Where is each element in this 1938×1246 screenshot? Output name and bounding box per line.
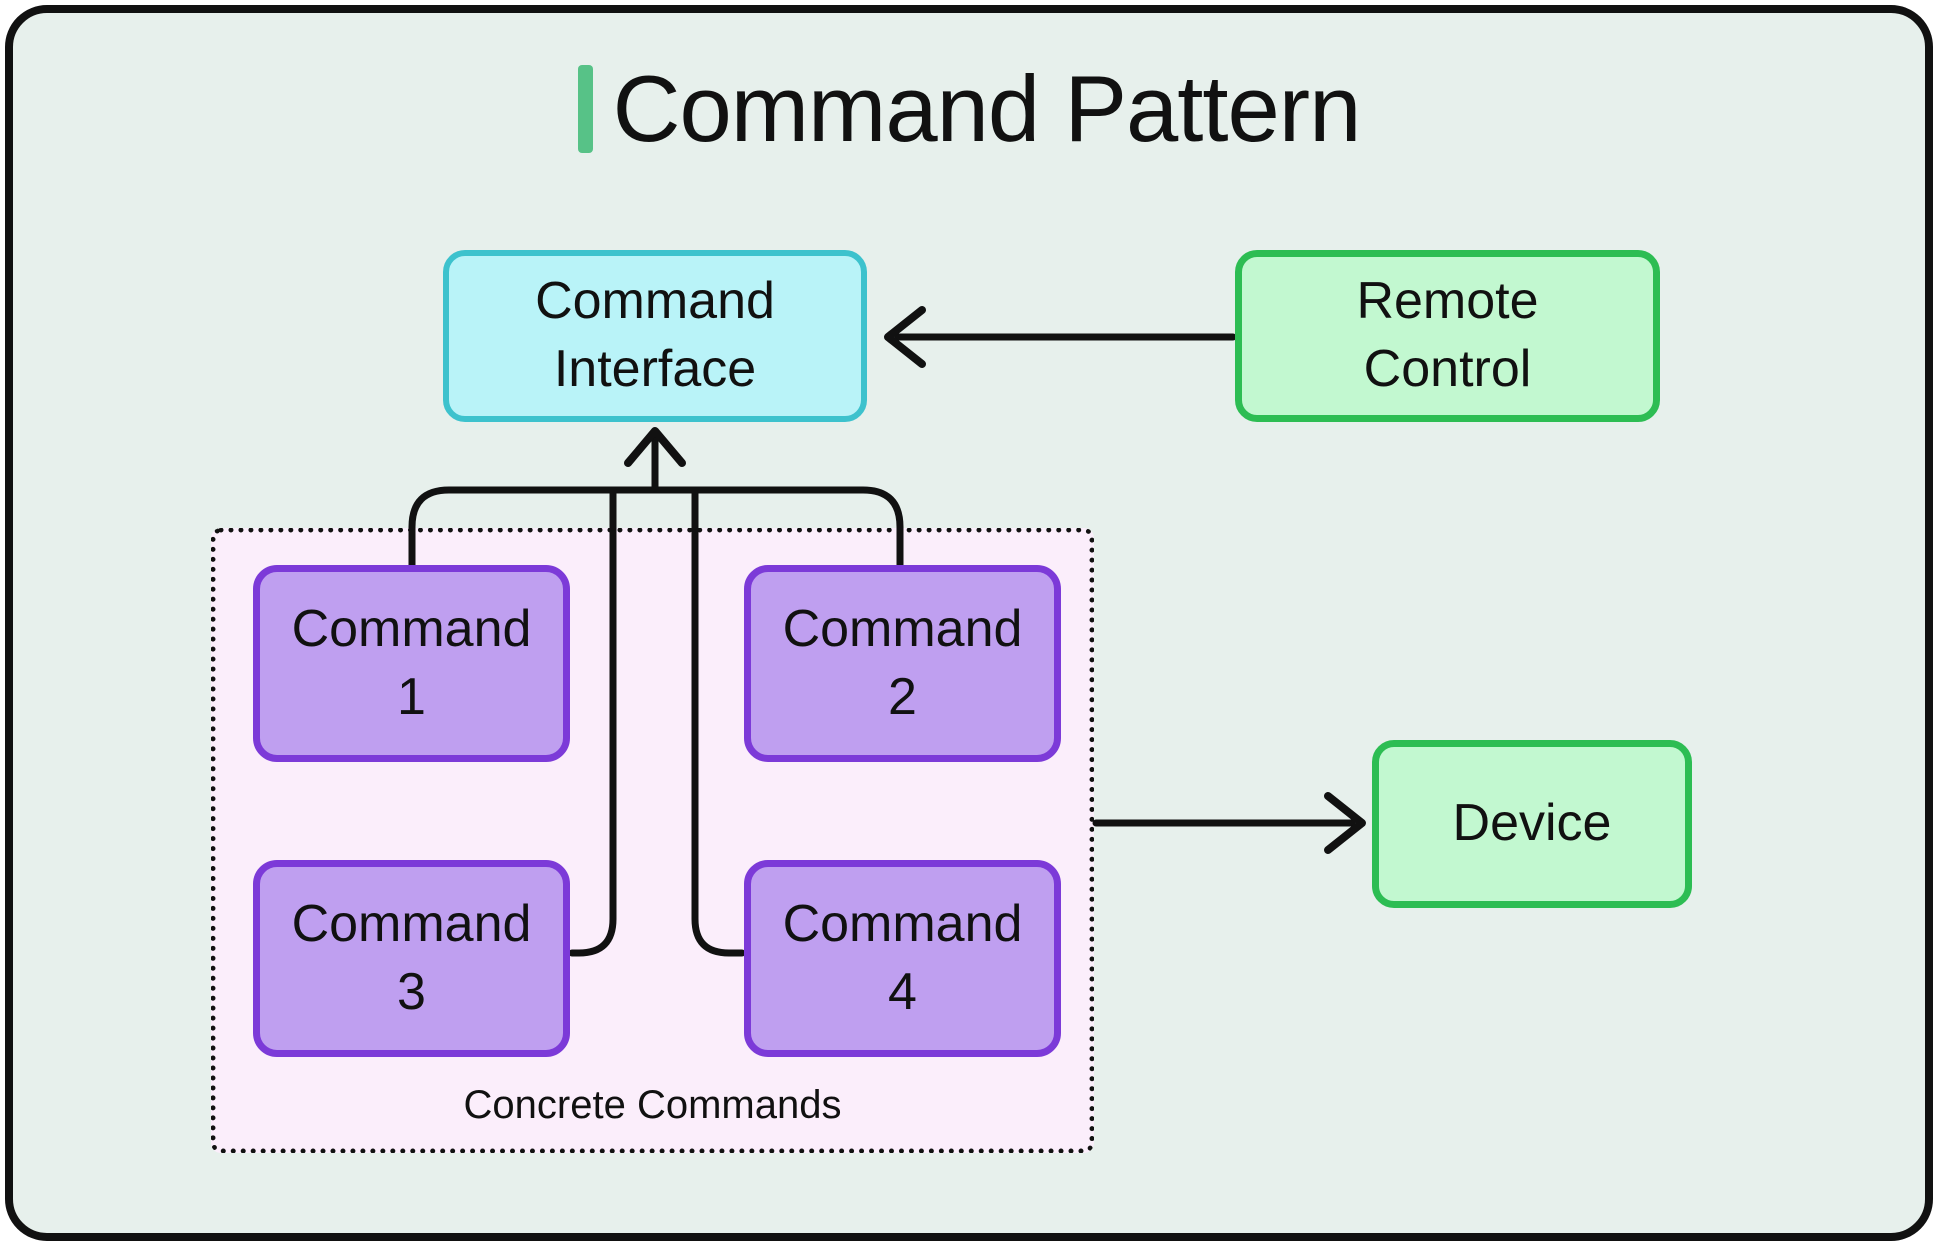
arrow-up-head-icon xyxy=(624,427,686,467)
arrow-right-head-icon xyxy=(1324,792,1366,854)
node-command-interface: Command Interface xyxy=(443,250,867,422)
node-device: Device xyxy=(1372,740,1692,908)
page-title: Command Pattern xyxy=(612,56,1362,161)
node-command-1: Command 1 xyxy=(253,565,570,762)
bus-command1-command2 xyxy=(408,486,904,570)
node-command-2: Command 2 xyxy=(744,565,1061,762)
node-remote-control: Remote Control xyxy=(1235,250,1660,422)
title-accent-bar xyxy=(577,65,593,153)
group-label: Concrete Commands xyxy=(463,1083,842,1127)
node-command-4: Command 4 xyxy=(744,860,1061,1057)
arrow-left-head-icon xyxy=(884,306,926,368)
node-command-3: Command 3 xyxy=(253,860,570,1057)
riser-command4 xyxy=(691,486,746,957)
title-row: Command Pattern xyxy=(0,62,1938,156)
riser-command3 xyxy=(568,486,617,957)
